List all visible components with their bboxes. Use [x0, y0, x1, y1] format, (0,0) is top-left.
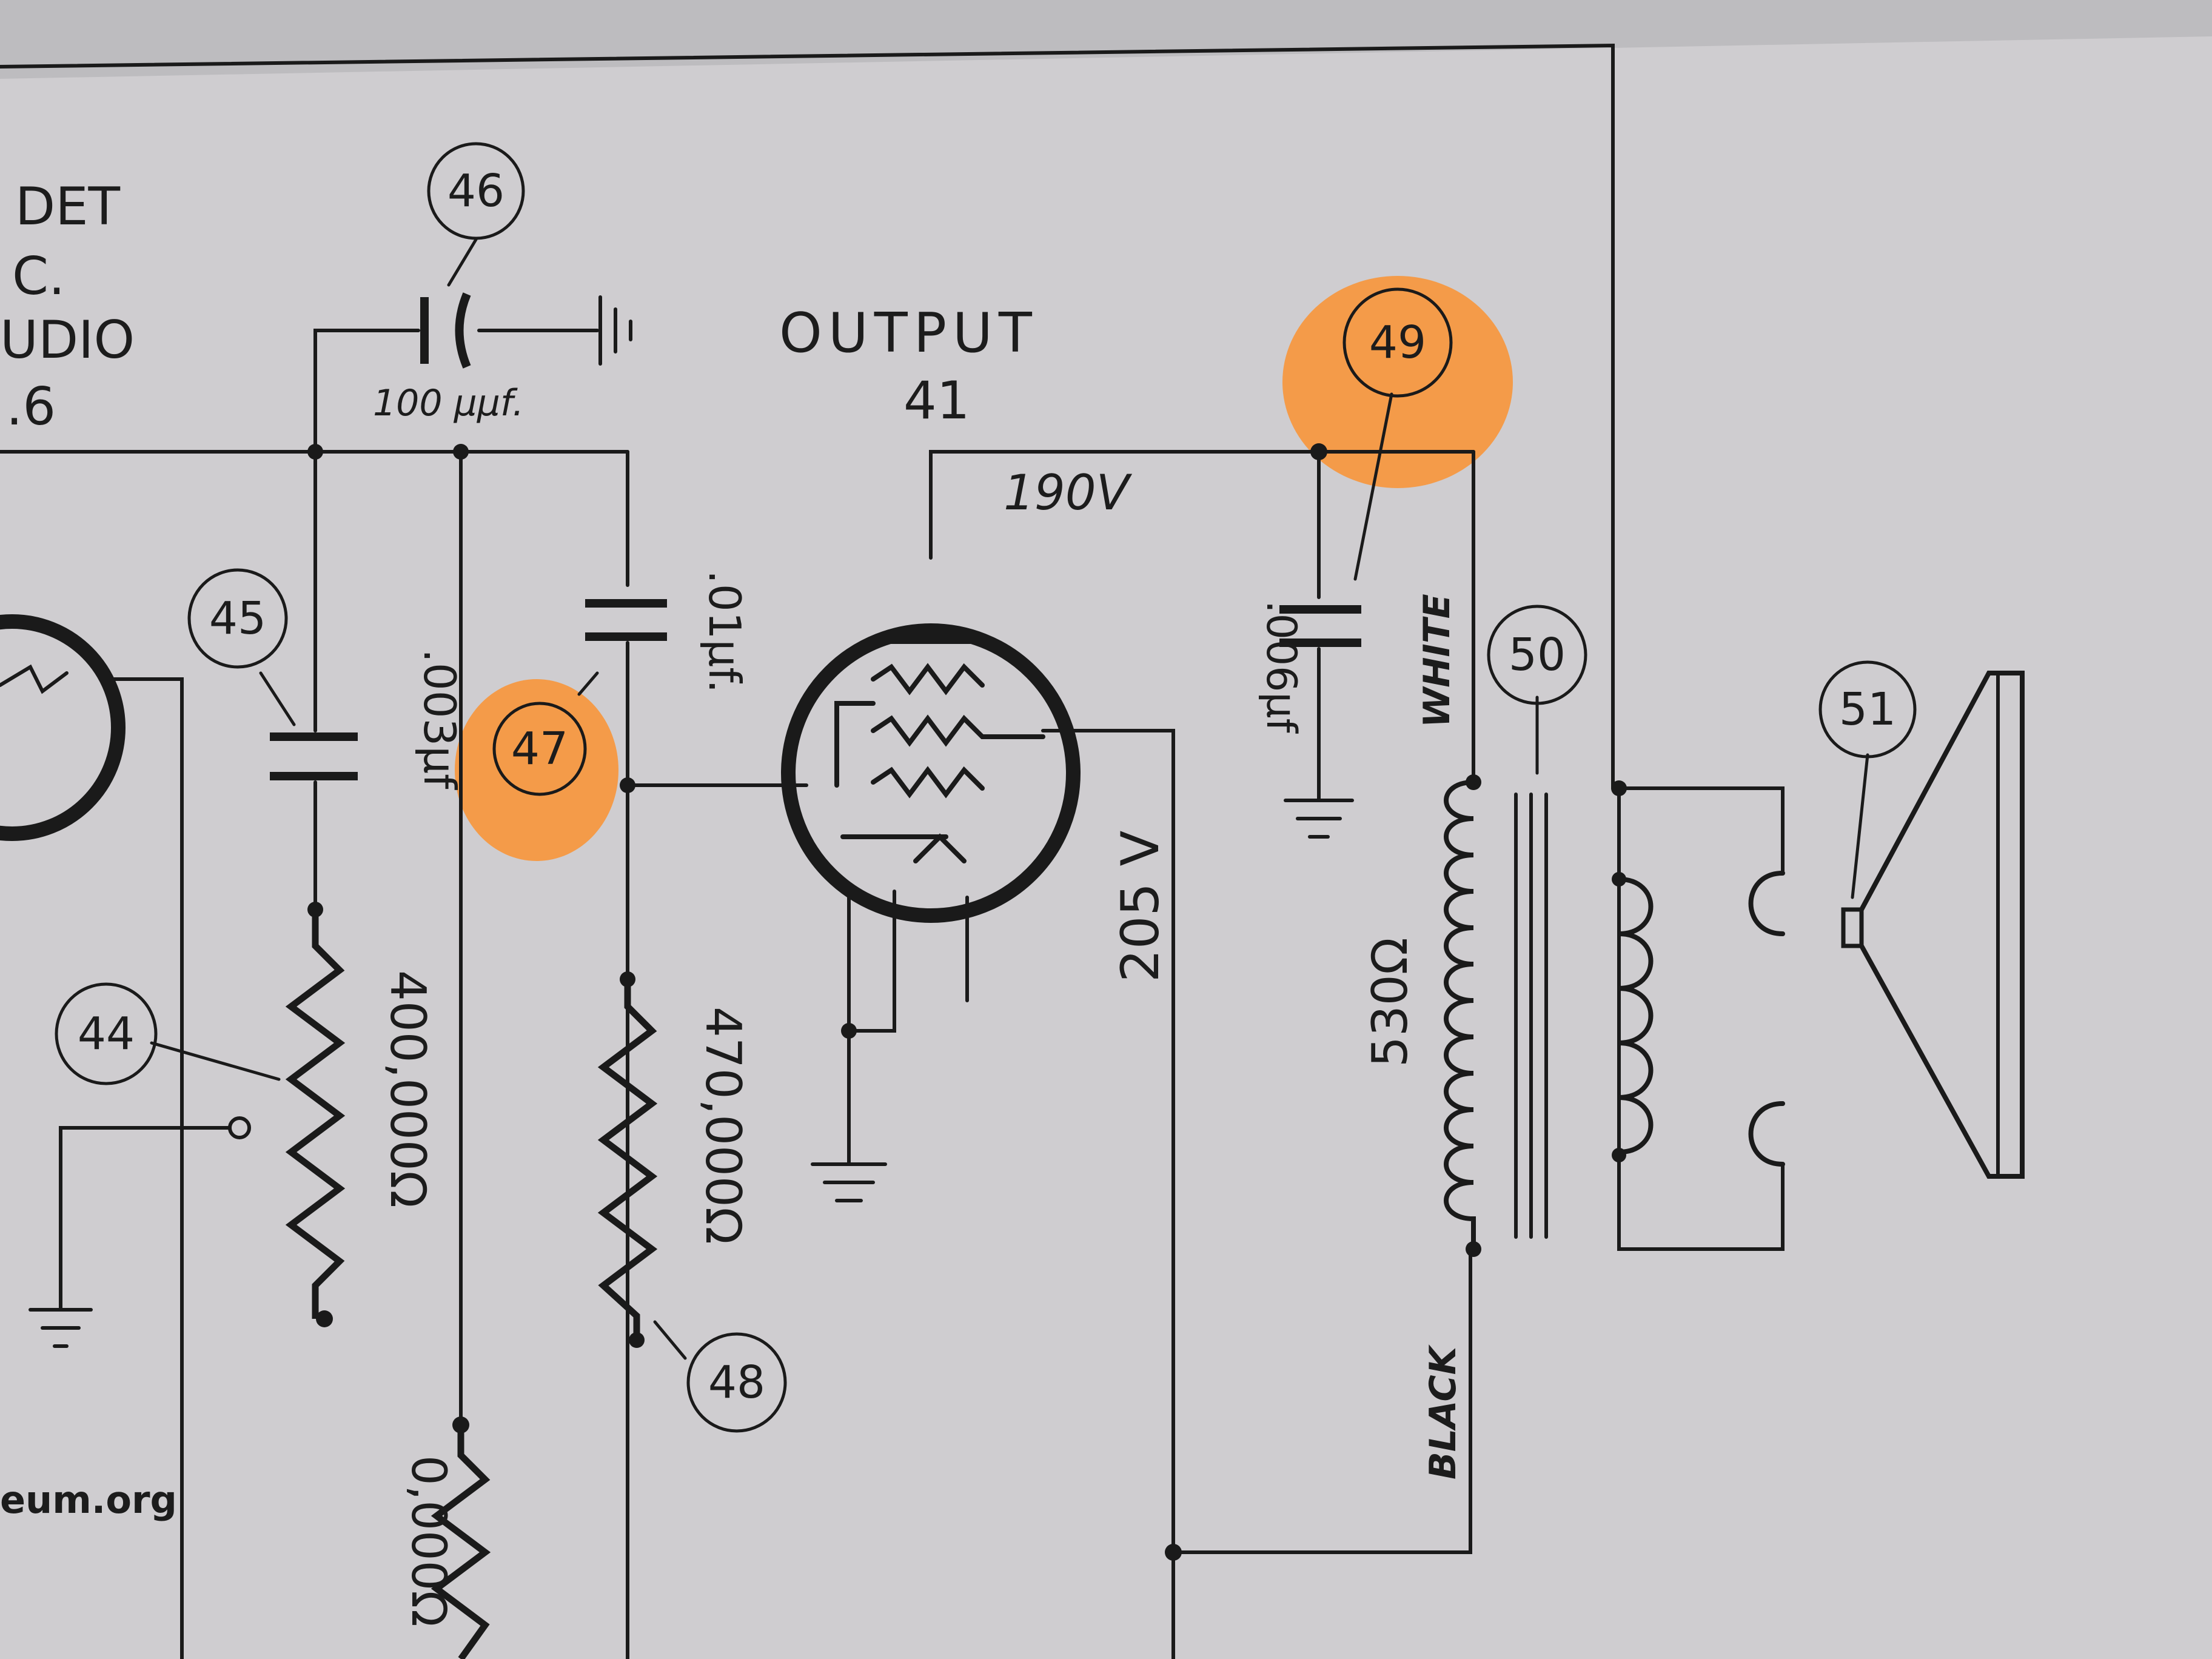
marker-44-label: 44	[78, 1008, 135, 1060]
text-labels: DET C. UDIO .6 OUTPUT 41 190V 100 µµf. .…	[0, 176, 1464, 1627]
volume-ground-wire	[59, 1126, 241, 1312]
marker-46-label: 46	[447, 165, 504, 217]
capacitor-45	[270, 732, 358, 780]
label-tube-type: 41	[903, 370, 970, 431]
secondary-top-wire	[1611, 786, 1785, 875]
label-output: OUTPUT	[779, 301, 1038, 365]
label-det: DET	[15, 176, 121, 237]
marker-48: 48	[686, 1332, 787, 1433]
plate-wire	[929, 450, 1475, 560]
label-c47-value: .01µf.	[699, 570, 750, 693]
resistor-44	[285, 910, 346, 1319]
markers: 46 45 44 47 48 49 50 51	[55, 142, 1917, 1433]
resistors	[228, 910, 658, 1659]
wires	[0, 43, 1785, 1659]
marker-51: 51	[1818, 660, 1917, 759]
ground-volume	[28, 1308, 93, 1348]
primary-winding	[1444, 780, 1476, 1252]
marker-45-label: 45	[209, 592, 266, 645]
detector-tube	[0, 614, 126, 841]
left-tube-wire	[107, 677, 184, 1659]
grounds	[28, 295, 1354, 1348]
capacitor-49	[1279, 605, 1361, 647]
marker-49-label: 49	[1369, 317, 1426, 369]
label-primary-resistance: 530Ω	[1362, 937, 1418, 1067]
label-r-bottom-value: 0,000Ω	[401, 1455, 455, 1627]
junctions	[307, 443, 1627, 1561]
marker-44: 44	[55, 982, 158, 1085]
marker-47-label: 47	[511, 723, 568, 775]
label-white-lead: WHITE	[1416, 594, 1458, 728]
top-feed-wire	[0, 43, 1615, 790]
capacitor-46	[420, 292, 471, 369]
label-r44-value: 400,000Ω	[380, 970, 436, 1208]
capacitors	[270, 292, 1361, 780]
output-transformer	[1444, 780, 1785, 1252]
label-plate-voltage: 190V	[1004, 464, 1133, 521]
ground-cathode	[811, 1162, 887, 1202]
label-six: .6	[6, 377, 56, 437]
resistor-48	[597, 979, 658, 1340]
volume-tap	[228, 1116, 251, 1139]
capacitor-47	[585, 599, 667, 641]
label-udio: UDIO	[0, 310, 135, 370]
label-screen-voltage: 205 V	[1110, 831, 1171, 982]
marker-50: 50	[1487, 605, 1587, 705]
label-c: C.	[12, 246, 65, 307]
resistor-bottom	[431, 1425, 491, 1659]
ground-c46	[598, 295, 632, 366]
label-black-lead: BLACK	[1422, 1344, 1464, 1480]
label-c45-value: .003µf	[414, 649, 465, 790]
secondary-winding	[1617, 877, 1654, 1155]
marker-49: 49	[1342, 287, 1453, 398]
leader-lines	[150, 238, 1869, 1360]
secondary-bottom-wire	[1617, 786, 1785, 1251]
voice-coil	[1748, 871, 1785, 1167]
highlight-49	[1282, 276, 1513, 488]
marker-50-label: 50	[1509, 629, 1566, 681]
marker-45: 45	[187, 568, 288, 669]
marker-47: 47	[492, 702, 587, 796]
ground-c49	[1284, 799, 1354, 839]
speaker	[1841, 671, 2025, 1179]
c46-left-lead	[313, 329, 420, 454]
marker-48-label: 48	[708, 1356, 765, 1409]
marker-51-label: 51	[1839, 683, 1896, 736]
marker-46: 46	[427, 142, 525, 240]
label-r48-value: 470,000Ω	[695, 1007, 751, 1244]
label-c46-value: 100 µµf.	[373, 382, 524, 424]
watermark-text: eum.org	[0, 1478, 177, 1522]
cathode-wire	[847, 890, 896, 1033]
output-tube	[781, 623, 1081, 923]
label-c49-value: .006µf	[1257, 600, 1305, 734]
